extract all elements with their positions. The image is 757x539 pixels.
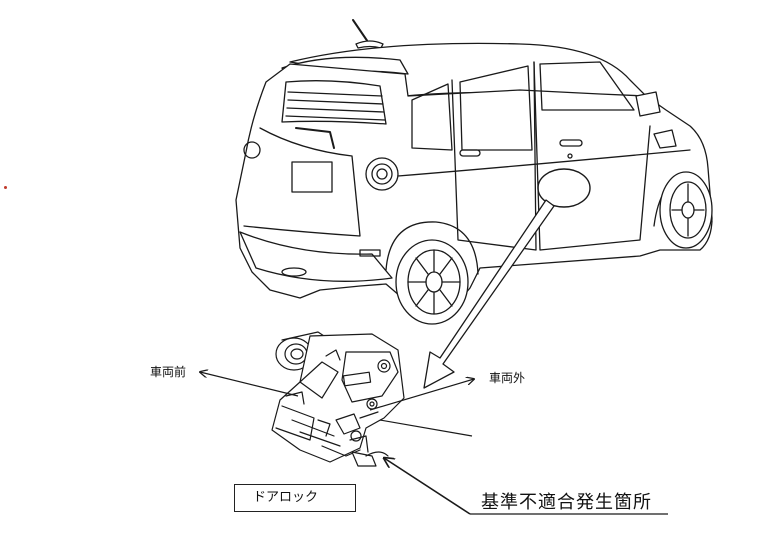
side-window-front-door bbox=[539, 61, 635, 111]
defect-location-label: 基準不適合発生箇所 bbox=[481, 492, 652, 513]
location-pointer-arrow bbox=[423, 199, 555, 389]
front-door-handle bbox=[559, 139, 583, 147]
rear-wheel-icon bbox=[385, 221, 479, 325]
rear-door-outline bbox=[451, 61, 537, 251]
defect-leader-line bbox=[384, 458, 471, 515]
rear-door-handle bbox=[459, 149, 481, 157]
vehicle-outside-arrow bbox=[369, 379, 474, 411]
side-mirror bbox=[635, 91, 661, 117]
car-illustration bbox=[235, 19, 713, 325]
antenna-icon bbox=[352, 19, 384, 49]
lock-location-circle bbox=[537, 168, 591, 208]
front-wheel-icon bbox=[653, 171, 713, 249]
inner-guide-line bbox=[379, 419, 473, 437]
side-window-rear-door bbox=[459, 65, 533, 151]
door-lock-illustration bbox=[271, 331, 405, 467]
part-name-box: ドアロック bbox=[234, 484, 356, 512]
vehicle-front-label: 車両前 bbox=[150, 365, 187, 379]
marker-dot bbox=[4, 186, 7, 189]
license-plate bbox=[291, 161, 333, 193]
rear-window bbox=[281, 80, 387, 125]
vehicle-outside-label: 車両外 bbox=[489, 371, 526, 385]
side-window-rear bbox=[411, 83, 453, 151]
tail-light-icon bbox=[243, 141, 399, 191]
front-door-outline bbox=[533, 61, 651, 251]
car-body bbox=[235, 63, 713, 303]
vehicle-front-arrow bbox=[200, 372, 299, 397]
lock-base-plate bbox=[271, 333, 405, 463]
